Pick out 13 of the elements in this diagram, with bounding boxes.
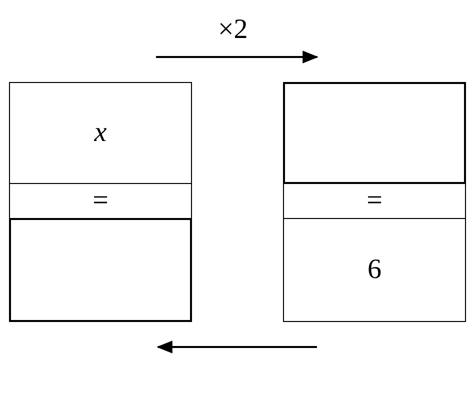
split-box xyxy=(9,82,192,322)
box-section xyxy=(10,183,191,219)
arrow xyxy=(156,50,319,64)
box-section xyxy=(10,219,191,321)
edge-label: ×2 xyxy=(218,16,248,44)
number-label: 6 xyxy=(368,256,382,284)
equals-sign: = xyxy=(92,187,108,215)
equals-sign: = xyxy=(366,187,382,215)
variable-label: x xyxy=(94,119,107,147)
arrow xyxy=(156,340,317,354)
split-box xyxy=(283,82,466,322)
box-section xyxy=(284,83,465,183)
box-section xyxy=(284,183,465,219)
